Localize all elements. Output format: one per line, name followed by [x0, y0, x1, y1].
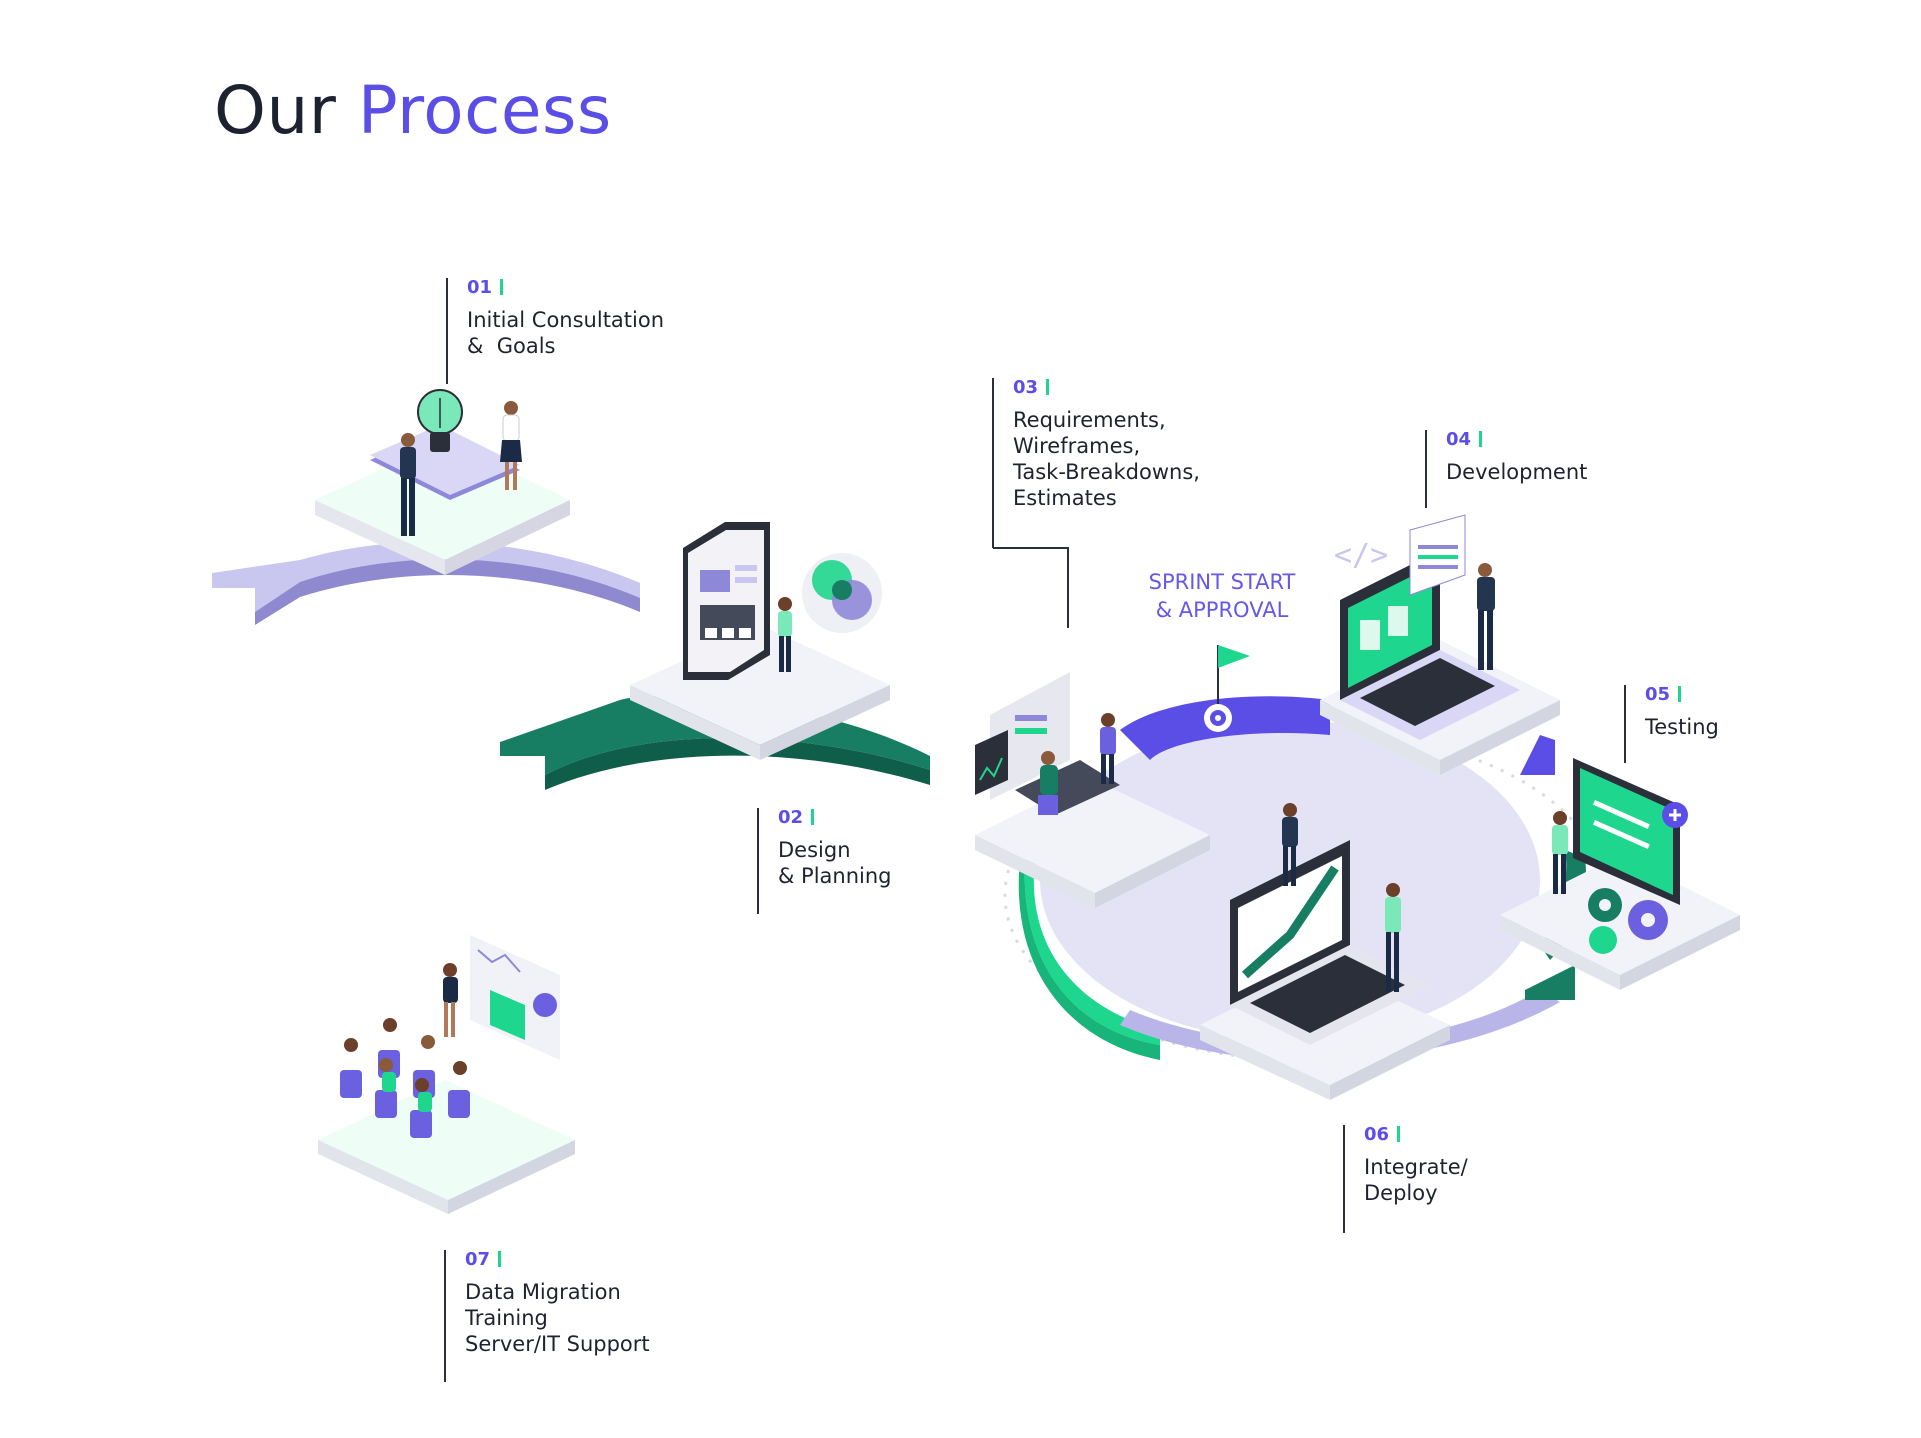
step-label-line: & Planning [778, 864, 892, 888]
step-label-line: Wireframes, [1013, 434, 1141, 458]
step-05: 05 Testing [1624, 685, 1719, 763]
step-06: 06 Integrate/ Deploy [1343, 1125, 1468, 1233]
arrow-lavender-top [212, 541, 640, 625]
step-label-line: Integrate/ [1364, 1155, 1468, 1179]
person-designer-icon [778, 597, 792, 672]
person-man-icon [400, 433, 416, 536]
platform-06 [1200, 803, 1450, 1100]
sprint-line-1: SPRINT START [1148, 570, 1296, 594]
step-number: 05 [1645, 685, 1719, 705]
step-number: 03 [1013, 378, 1200, 398]
page-title: Our Process [214, 72, 612, 149]
sprint-start-label: SPRINT START & APPROVAL [1132, 568, 1312, 624]
step-label-line: Design [778, 838, 851, 862]
step-number: 02 [778, 808, 892, 828]
title-word-our: Our [214, 72, 337, 149]
plus-icon [1662, 802, 1688, 828]
step-02: 02 Design & Planning [757, 808, 892, 914]
step-label-line: Task-Breakdowns, [1013, 460, 1200, 484]
step-number: 06 [1364, 1125, 1468, 1145]
platform-04: </> [1320, 514, 1560, 775]
step-01: 01 Initial Consultation & Goals [446, 278, 664, 384]
platform-02 [630, 522, 890, 760]
platform-05 [1500, 758, 1740, 990]
platform-01 [315, 389, 570, 575]
step-04: 04 Development [1425, 430, 1587, 508]
step-label-line: Server/IT Support [465, 1332, 650, 1356]
step-label-line: Deploy [1364, 1181, 1438, 1205]
step-label-line: & Goals [467, 334, 556, 358]
step-label-line: Training [465, 1306, 548, 1330]
step-03: 03 Requirements, Wireframes, Task-Breakd… [992, 378, 1200, 548]
step-07: 07 Data Migration Training Server/IT Sup… [444, 1250, 650, 1382]
step-label-line: Data Migration [465, 1280, 621, 1304]
step-label-line: Requirements, [1013, 408, 1166, 432]
step-label-line: Estimates [1013, 486, 1117, 510]
gear-icon [1588, 888, 1668, 954]
step-label-line: Development [1446, 460, 1588, 484]
person-woman-icon [500, 401, 522, 490]
step-label-line: Testing [1645, 715, 1719, 739]
step-number: 01 [467, 278, 664, 298]
title-word-process: Process [357, 72, 612, 149]
platform-03 [975, 672, 1210, 908]
code-icon: </> [1334, 538, 1388, 573]
svg-text:</>: </> [1334, 538, 1388, 573]
flag-icon [1217, 645, 1250, 715]
platform-07 [318, 935, 575, 1214]
lightbulb-icon [417, 389, 463, 452]
target-icon [1204, 704, 1232, 732]
step-label-line: Initial Consultation [467, 308, 665, 332]
step-number: 04 [1446, 430, 1587, 450]
step-number: 07 [465, 1250, 650, 1270]
sprint-line-2: & APPROVAL [1155, 598, 1289, 622]
